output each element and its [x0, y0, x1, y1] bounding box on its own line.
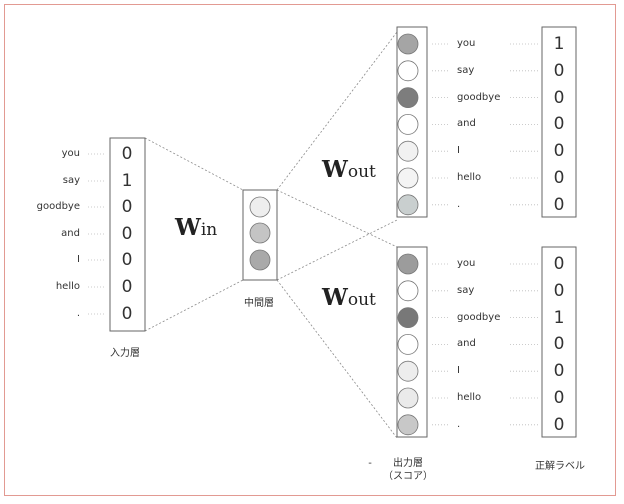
input-value: 0 — [121, 197, 133, 217]
output-neuron — [397, 307, 419, 329]
input-word-label: I — [77, 254, 80, 265]
input-layer-caption: 入力層 — [110, 348, 140, 359]
input-vector-box — [109, 137, 146, 332]
output-neuron — [397, 87, 419, 108]
label-value: 0 — [553, 361, 565, 382]
input-word-label: goodbye — [36, 201, 80, 212]
output-neuron — [397, 387, 419, 409]
label-value: 0 — [553, 280, 565, 301]
output-neuron — [397, 33, 419, 55]
output-neuron — [397, 140, 419, 162]
label-value: 1 — [553, 34, 565, 54]
output-neuron — [397, 280, 419, 302]
input-value: 0 — [121, 277, 133, 297]
label-value: 0 — [553, 414, 565, 435]
output-word-label: . — [457, 198, 461, 210]
output-neuron — [397, 167, 419, 189]
input-word-label: and — [61, 228, 80, 239]
label-vector-box-bottom — [541, 246, 577, 438]
label-value: 0 — [553, 334, 565, 355]
output-word-label: I — [457, 145, 460, 157]
hidden-neuron — [249, 249, 271, 271]
input-word-label: hello — [55, 281, 80, 292]
w-in-label: Win — [175, 214, 218, 241]
hidden-layer-caption: 中間層 — [244, 298, 274, 309]
label-value: 0 — [553, 168, 565, 188]
input-value: 0 — [121, 250, 133, 270]
label-value: 0 — [553, 194, 565, 215]
output-neuron — [397, 60, 419, 82]
output-word-label: say — [457, 284, 475, 296]
label-value: 1 — [553, 307, 565, 328]
output-word-label: goodbye — [457, 91, 501, 103]
output-layer-caption-line1: 出力層 — [393, 458, 423, 469]
output-word-label: hello — [457, 172, 482, 183]
w-out-label-bottom: Wout — [322, 284, 376, 311]
output-neuron — [397, 114, 419, 135]
label-value: 0 — [553, 388, 565, 408]
label-value: 0 — [553, 87, 565, 108]
connection-line-2 — [276, 31, 398, 191]
output-word-label: . — [457, 418, 461, 430]
input-word-label: say — [62, 175, 80, 186]
output-neuron — [397, 194, 419, 216]
dash-mark: - — [368, 458, 372, 469]
input-value: 1 — [121, 171, 133, 191]
input-value: 0 — [121, 224, 133, 244]
figure-frame — [4, 4, 616, 496]
output-word-label: you — [457, 38, 476, 49]
output-word-label: you — [457, 258, 476, 269]
label-value: 0 — [553, 114, 565, 135]
hidden-neuron — [249, 222, 271, 244]
connection-line-4 — [276, 189, 398, 248]
output-word-label: and — [457, 338, 476, 350]
input-value: 0 — [121, 144, 133, 164]
output-neuron — [397, 333, 419, 355]
label-value: 0 — [553, 60, 565, 81]
output-word-label: say — [457, 64, 475, 76]
output-neuron — [397, 253, 419, 275]
output-word-label: I — [457, 365, 460, 377]
label-value: 0 — [553, 254, 565, 274]
input-value: 0 — [121, 304, 133, 324]
connection-line-5 — [276, 279, 398, 439]
connection-line-3 — [276, 219, 398, 281]
input-word-label: you — [61, 148, 80, 159]
label-vector-box-top — [541, 26, 577, 218]
input-word-label: . — [76, 308, 80, 319]
output-word-label: goodbye — [457, 311, 501, 323]
output-layer-caption-line2: （スコア） — [383, 471, 433, 482]
output-neuron — [397, 360, 419, 382]
hidden-neuron — [249, 196, 271, 218]
output-neuron — [397, 414, 419, 436]
output-word-label: hello — [457, 392, 482, 403]
connection-line-1 — [144, 279, 244, 332]
label-caption: 正解ラベル — [535, 461, 585, 472]
output-word-label: and — [457, 118, 476, 130]
connection-line-0 — [144, 137, 244, 191]
w-out-label-top: Wout — [322, 156, 376, 183]
label-value: 0 — [553, 141, 565, 162]
output-layer-caption: 出力層 （スコア） — [376, 457, 440, 483]
